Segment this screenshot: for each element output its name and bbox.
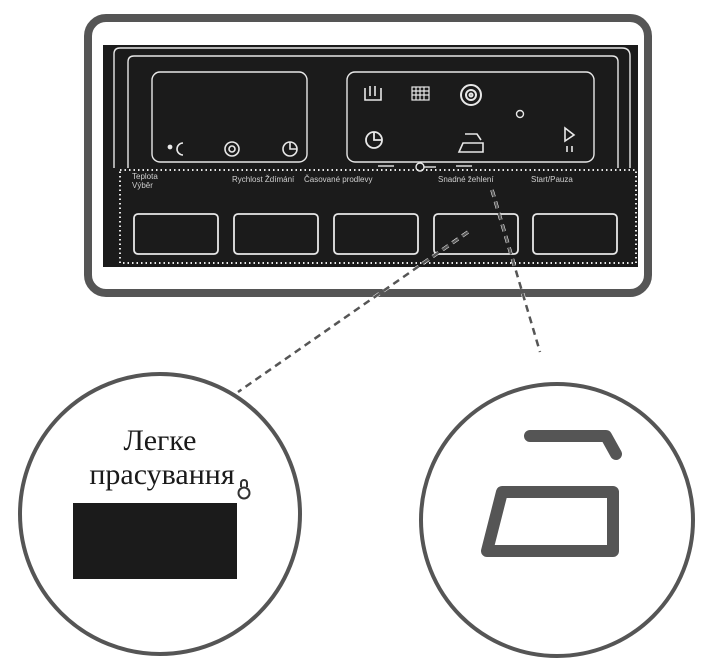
lock-icon bbox=[415, 162, 436, 172]
easy-iron-icon bbox=[457, 133, 484, 153]
callout-text-line2: прасування bbox=[89, 458, 234, 491]
label-start-pause: Start/Pauza bbox=[531, 175, 573, 184]
spin-icon bbox=[460, 84, 482, 106]
wash-icon bbox=[364, 86, 382, 101]
easy-iron-button-closeup bbox=[73, 503, 237, 579]
callout-right bbox=[419, 382, 695, 658]
easy-iron-button[interactable] bbox=[433, 213, 519, 255]
display-right bbox=[346, 71, 595, 163]
temperature-icon bbox=[167, 142, 184, 156]
timer-icon bbox=[282, 141, 298, 157]
button-zone bbox=[119, 169, 637, 264]
lock-icon bbox=[237, 479, 251, 500]
temperature-button[interactable] bbox=[133, 213, 219, 255]
panel-outline bbox=[113, 47, 631, 168]
callout-text-line1: Легке bbox=[124, 424, 197, 457]
start-pause-icon bbox=[564, 126, 576, 152]
label-delay: Časované prodlevy bbox=[304, 175, 372, 184]
label-easy-iron: Snadné žehlení bbox=[438, 175, 494, 184]
rinse-icon bbox=[411, 86, 430, 101]
timer-icon bbox=[365, 131, 383, 149]
delay-button[interactable] bbox=[333, 213, 419, 255]
start-pause-button[interactable] bbox=[532, 213, 618, 255]
leader-lines bbox=[237, 189, 542, 394]
display-left bbox=[151, 71, 308, 163]
spin-speed-button[interactable] bbox=[233, 213, 319, 255]
spin-icon bbox=[224, 141, 240, 157]
label-spin-speed: Rychlost Ždímání bbox=[232, 175, 295, 184]
indicator-dot bbox=[515, 109, 525, 119]
label-temperature: Teplota bbox=[132, 172, 158, 181]
label-selection: Výběr bbox=[132, 181, 153, 190]
control-panel bbox=[103, 45, 638, 267]
easy-iron-icon bbox=[481, 430, 622, 557]
